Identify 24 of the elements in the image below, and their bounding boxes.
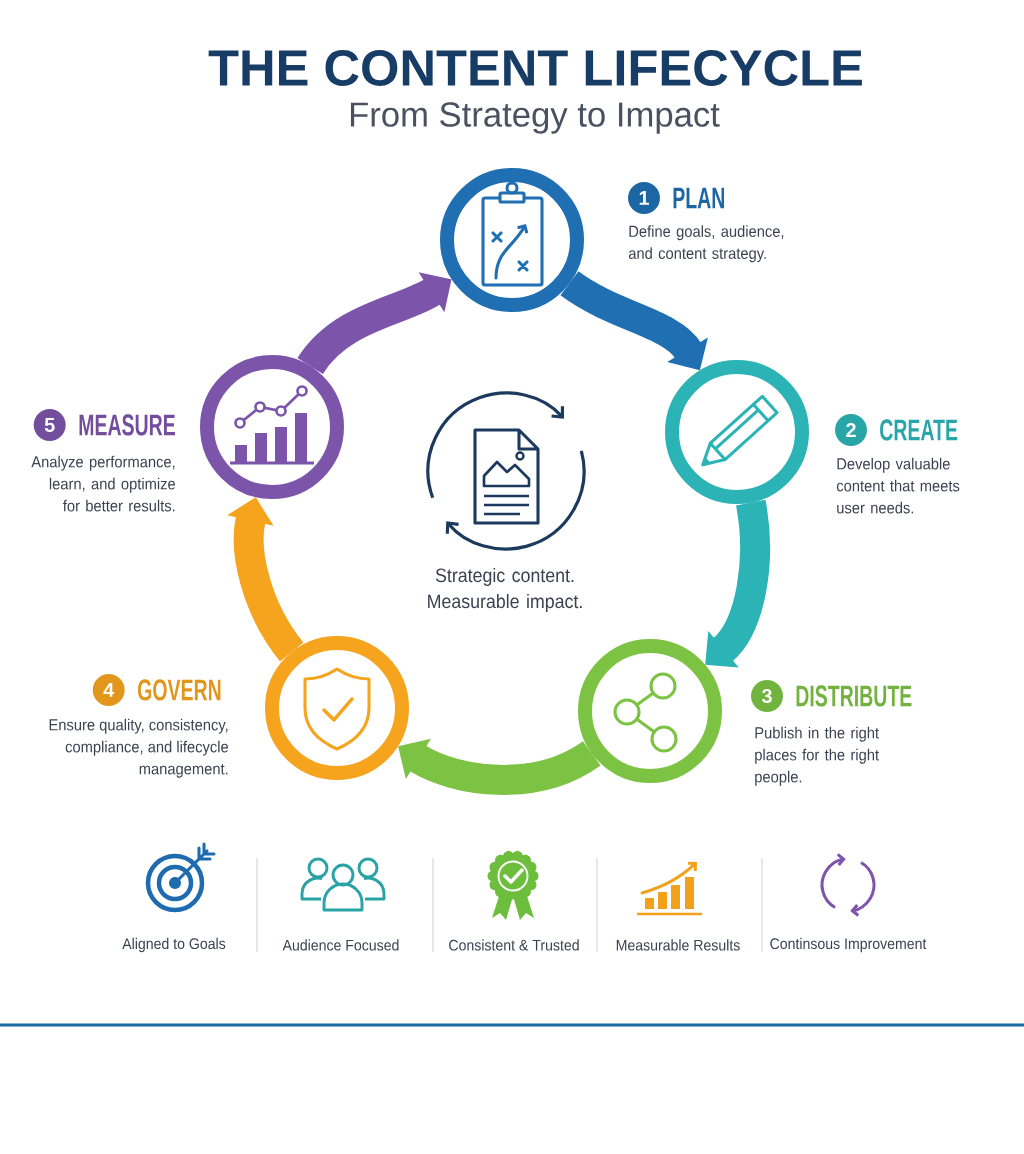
step-description: Develop valuable content that meets user needs.: [836, 457, 960, 514]
number-badge: 5: [33, 409, 66, 441]
feature-label: Aligned to Goals: [122, 937, 226, 953]
step-description: Define goals, audience, and content strategy.: [628, 225, 784, 263]
number-badge: 3: [751, 680, 783, 712]
number-badge: 1: [628, 182, 660, 214]
step-heading: CREATE: [880, 419, 958, 441]
number-badge: 2: [835, 414, 867, 446]
step-description: Publish in the right places for the right people.: [755, 726, 879, 786]
center-caption: Strategic content. Measurable impact.: [428, 568, 582, 612]
feature-label: Audience Focused: [282, 939, 399, 951]
feature-label: Measurable Results: [616, 939, 740, 951]
subtitle: From Strategy to Impact: [350, 102, 720, 134]
feature-label: Continsous Improvement: [770, 937, 927, 953]
number-badge: 4: [92, 674, 125, 706]
step-description: Ensure quality, consistency, compliance, and lifecycle management.: [49, 718, 229, 778]
title: THE CONTENT LIFECYCLE: [208, 50, 862, 86]
step-heading: PLAN: [673, 187, 724, 209]
cycle-arrow: [705, 500, 770, 668]
feature-label: Consistent & Trusted: [449, 939, 579, 951]
step-heading: GOVERN: [138, 679, 221, 701]
step-heading: MEASURE: [79, 414, 175, 436]
step-heading: DISTRIBUTE: [796, 685, 912, 707]
step-description: Analyze performance, learn, and optimize for better results.: [31, 455, 176, 512]
